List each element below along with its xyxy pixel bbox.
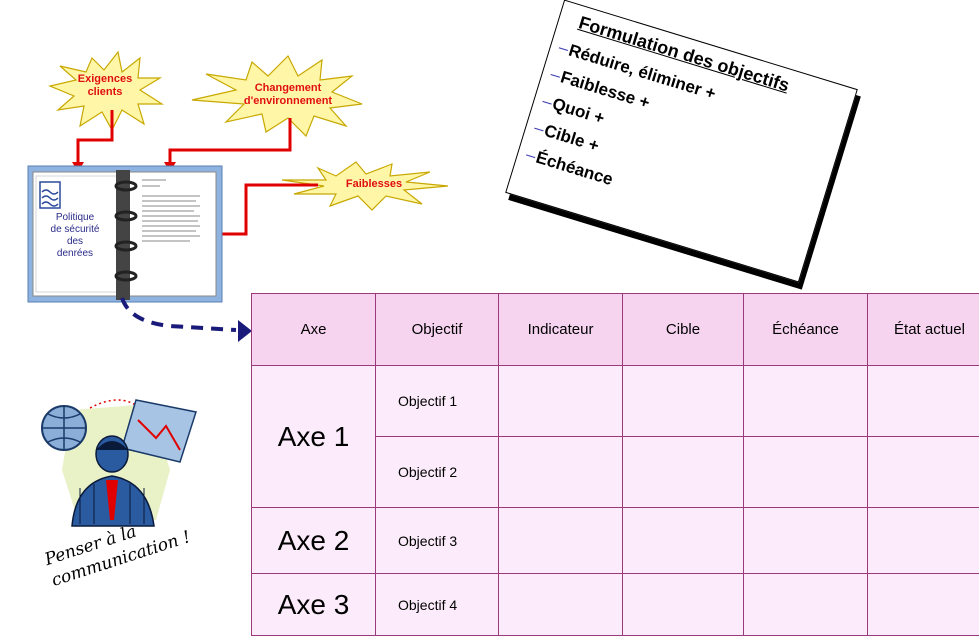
communication-person-image — [41, 399, 197, 527]
changement-label: Changement d'environnement — [243, 82, 333, 107]
axe-cell: Axe 2 — [251, 507, 376, 574]
objective-cell: Objectif 2 — [375, 436, 499, 508]
table-cell — [867, 436, 979, 508]
table-cell — [743, 365, 868, 437]
table-header: Cible — [622, 293, 744, 366]
table-row: Objectif 2 — [252, 436, 979, 508]
table-cell — [622, 507, 744, 574]
objective-cell: Objectif 1 — [375, 365, 499, 437]
dashed-arrowhead — [238, 320, 252, 342]
table-cell — [498, 436, 623, 508]
table-row: Axe 2 Objectif 3 — [251, 507, 979, 574]
faiblesses-label: Faiblesses — [345, 178, 403, 190]
table-header-row: Axe Objectif Indicateur Cible Échéance É… — [251, 293, 979, 366]
table-cell — [498, 365, 623, 437]
table-cell — [498, 573, 623, 636]
changement-burst — [191, 54, 363, 138]
card-item: –Échéance — [523, 144, 616, 190]
table-cell — [867, 365, 979, 437]
table-cell — [867, 573, 979, 636]
table-cell — [622, 365, 744, 437]
faiblesses-burst — [281, 161, 449, 211]
axe-cell: Axe 1 — [251, 365, 376, 508]
exigences-label: Exigences clients — [77, 73, 133, 98]
binder-image — [27, 165, 223, 303]
table-header: Axe — [251, 293, 376, 366]
table-header: Objectif — [375, 293, 499, 366]
table-header: État actuel — [867, 293, 979, 366]
faiblesses-arrow — [216, 183, 318, 236]
table-row: Axe 3 Objectif 4 — [251, 573, 979, 636]
table-cell — [743, 573, 868, 636]
table-header: Indicateur — [498, 293, 623, 366]
exigences-burst — [48, 50, 165, 132]
table-cell — [622, 573, 744, 636]
table-cell — [622, 436, 744, 508]
exigences-arrow — [76, 110, 114, 166]
table-cell — [498, 507, 623, 574]
objective-cell: Objectif 3 — [375, 507, 499, 574]
dashed-arrow — [120, 297, 237, 332]
table-row: Axe 1 Objectif 1 — [251, 365, 979, 508]
table-header: Échéance — [743, 293, 868, 366]
table-cell — [743, 507, 868, 574]
binder-title: Politique de sécurité des denrées — [50, 212, 100, 259]
objectives-table: Axe Objectif Indicateur Cible Échéance É… — [251, 293, 979, 636]
table-cell — [867, 507, 979, 574]
table-cell — [743, 436, 868, 508]
objective-cell: Objectif 4 — [375, 573, 499, 636]
changement-arrow — [168, 118, 292, 166]
axe-cell: Axe 3 — [251, 573, 376, 636]
